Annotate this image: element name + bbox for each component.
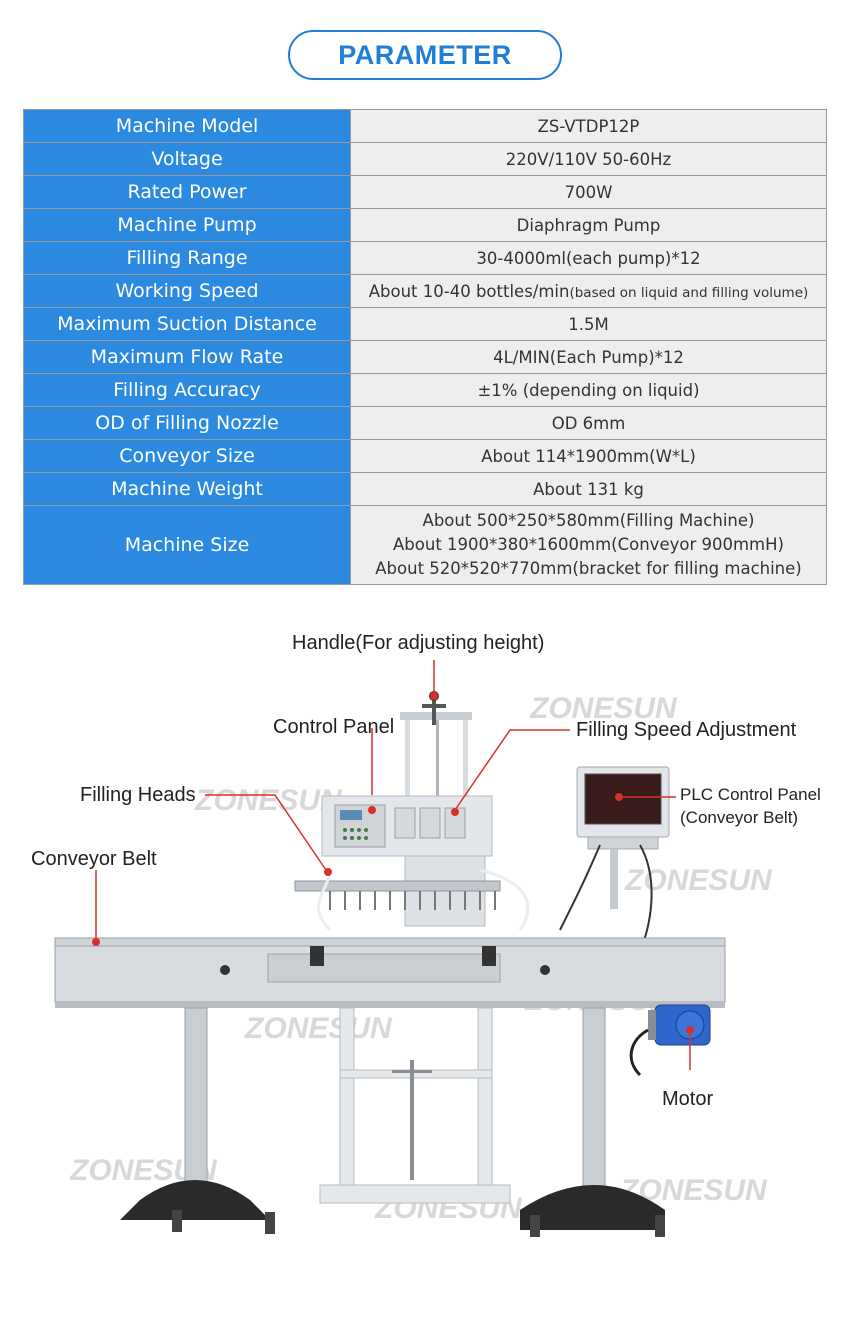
table-row: Filling Accuracy ±1% (depending on liqui… — [23, 373, 827, 407]
param-label: Filling Accuracy — [23, 373, 351, 407]
param-value-line: About 520*520*770mm(bracket for filling … — [375, 559, 802, 578]
param-value-line: About 1900*380*1600mm(Conveyor 900mmH) — [393, 535, 784, 554]
svg-text:ZONESUN: ZONESUN — [244, 1012, 393, 1045]
svg-text:ZONESUN: ZONESUN — [194, 784, 343, 817]
param-label: Rated Power — [23, 175, 351, 209]
param-value-line: About 500*250*580mm(Filling Machine) — [422, 511, 755, 530]
param-value: 220V/110V 50-60Hz — [350, 142, 827, 176]
conveyor-belt — [54, 937, 726, 1008]
callout-handle: Handle(For adjusting height) — [292, 632, 545, 654]
callout-plc: PLC Control Panel (Conveyor Belt) — [680, 783, 821, 829]
parameter-table: Machine Model ZS-VTDP12P Voltage 220V/11… — [23, 109, 827, 585]
table-row: Machine Size About 500*250*580mm(Filling… — [23, 505, 827, 585]
machine-figure: ZONESUN ZONESUN ZONESUN ZONESUN ZONESUN … — [0, 600, 850, 1341]
motor — [629, 1004, 711, 1077]
param-value: 700W — [350, 175, 827, 209]
callout-motor: Motor — [662, 1088, 714, 1110]
callout-plc-line2: (Conveyor Belt) — [680, 808, 799, 827]
param-label: Machine Pump — [23, 208, 351, 242]
table-row: Rated Power 700W — [23, 175, 827, 209]
svg-text:ZONESUN: ZONESUN — [624, 864, 773, 897]
filling-machine-bracket — [319, 1007, 511, 1204]
callout-lines — [95, 660, 691, 1070]
param-value: ZS-VTDP12P — [350, 109, 827, 143]
param-value: 1.5M — [350, 307, 827, 341]
callout-control-panel: Control Panel — [273, 716, 395, 738]
param-label: Machine Weight — [23, 472, 351, 506]
callout-conveyor-belt: Conveyor Belt — [31, 848, 157, 870]
table-row: Working Speed About 10-40 bottles/min(ba… — [23, 274, 827, 308]
machine-illustration: ZONESUN ZONESUN ZONESUN ZONESUN ZONESUN … — [54, 660, 773, 1237]
param-value: About 10-40 bottles/min(based on liquid … — [350, 274, 827, 308]
param-value: OD 6mm — [350, 406, 827, 440]
param-value: About 114*1900mm(W*L) — [350, 439, 827, 473]
conveyor-stands — [120, 1007, 665, 1237]
svg-text:ZONESUN: ZONESUN — [529, 692, 678, 725]
table-row: Conveyor Size About 114*1900mm(W*L) — [23, 439, 827, 473]
param-value-note: (based on liquid and filling volume) — [569, 284, 809, 301]
callout-filling-heads: Filling Heads — [80, 784, 196, 806]
callout-dots — [92, 692, 694, 1034]
table-row: Maximum Flow Rate 4L/MIN(Each Pump)*12 — [23, 340, 827, 374]
table-row: Filling Range 30-4000ml(each pump)*12 — [23, 241, 827, 275]
param-value: About 131 kg — [350, 472, 827, 506]
table-row: Machine Weight About 131 kg — [23, 472, 827, 506]
param-value: 4L/MIN(Each Pump)*12 — [350, 340, 827, 374]
table-row: Maximum Suction Distance 1.5M — [23, 307, 827, 341]
filling-machine-cabinet — [321, 795, 493, 927]
param-value: 30-4000ml(each pump)*12 — [350, 241, 827, 275]
callout-plc-line1: PLC Control Panel — [680, 785, 821, 804]
table-row: Voltage 220V/110V 50-60Hz — [23, 142, 827, 176]
param-label: Conveyor Size — [23, 439, 351, 473]
table-row: Machine Pump Diaphragm Pump — [23, 208, 827, 242]
param-label: Maximum Flow Rate — [23, 340, 351, 374]
param-value: About 500*250*580mm(Filling Machine) Abo… — [350, 505, 827, 585]
param-label: Filling Range — [23, 241, 351, 275]
plc-control-panel — [559, 766, 670, 951]
param-label: Working Speed — [23, 274, 351, 308]
param-value: Diaphragm Pump — [350, 208, 827, 242]
param-label: Machine Model — [23, 109, 351, 143]
callout-filling-speed: Filling Speed Adjustment — [576, 719, 797, 741]
page-title: PARAMETER — [288, 30, 562, 80]
param-label: Maximum Suction Distance — [23, 307, 351, 341]
table-row: Machine Model ZS-VTDP12P — [23, 109, 827, 143]
param-label: OD of Filling Nozzle — [23, 406, 351, 440]
table-row: OD of Filling Nozzle OD 6mm — [23, 406, 827, 440]
param-value-main: About 10-40 bottles/min — [368, 281, 570, 301]
param-label: Machine Size — [23, 505, 351, 585]
param-label: Voltage — [23, 142, 351, 176]
param-value: ±1% (depending on liquid) — [350, 373, 827, 407]
filling-heads — [294, 868, 530, 932]
